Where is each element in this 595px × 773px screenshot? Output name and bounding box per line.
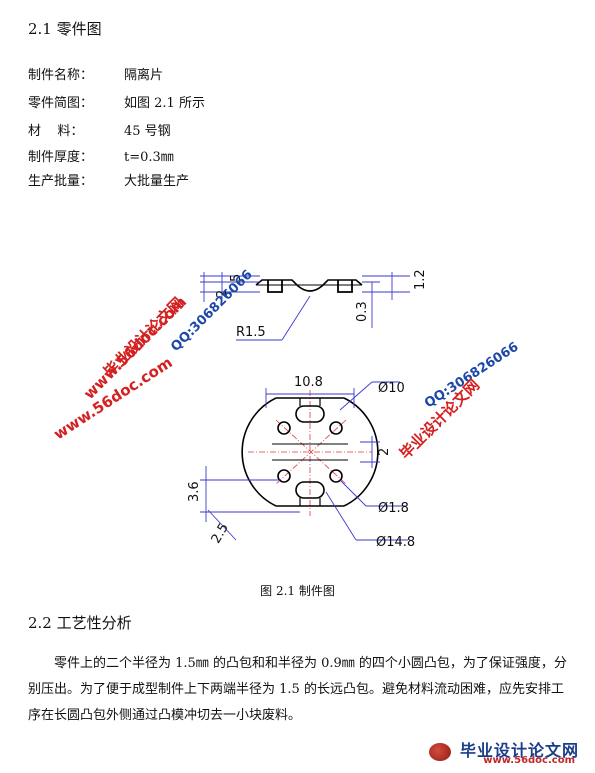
front-view-centerlines	[248, 390, 372, 516]
info-line-material: 材 料： 45 号钢	[28, 120, 171, 139]
bottom-long-boss	[295, 481, 325, 499]
small-boss-tr	[329, 421, 343, 435]
dim-2: 2	[215, 290, 230, 298]
side-profile	[255, 279, 363, 292]
info-value: 如图 2.1 所示	[124, 96, 205, 111]
dim-5: 5	[229, 274, 244, 282]
info-label: 生产批量：	[28, 174, 94, 189]
dim-10-8: 10.8	[294, 375, 323, 390]
info-value: t=0.3㎜	[124, 150, 174, 165]
small-boss-bl	[277, 469, 291, 483]
top-long-boss	[295, 405, 325, 423]
side-view	[255, 279, 363, 293]
info-label: 材 料：	[28, 124, 84, 139]
small-boss-tl	[277, 421, 291, 435]
info-line-batch: 生产批量： 大批量生产	[28, 170, 189, 189]
footer-url: www.56doc.com	[483, 755, 575, 766]
side-dimension-lines	[200, 272, 410, 341]
small-boss-br	[329, 469, 343, 483]
section-2-heading: 2.2 工艺性分析	[28, 614, 132, 632]
footer-logo: 毕业设计论文网 www.56doc.com	[425, 737, 585, 767]
analysis-paragraph: 零件上的二个半径为 1.5㎜ 的凸包和和半径为 0.9㎜ 的四个小圆凸包，为了保…	[28, 656, 567, 723]
figure-caption: 图 2.1 制件图	[260, 584, 335, 598]
dim-diameter-14-8: Ø14.8	[376, 535, 415, 550]
info-label: 零件简图：	[28, 96, 94, 111]
front-view	[241, 397, 379, 507]
dim-diameter-10: Ø10	[378, 381, 405, 396]
dim-diameter-1-8: Ø1.8	[378, 501, 409, 516]
dim-1-2: 1.2	[413, 269, 428, 290]
logo-mark-icon	[429, 743, 451, 761]
info-line-thickness: 制件厚度： t=0.3㎜	[28, 146, 174, 165]
dim-3-6: 3.6	[187, 481, 202, 502]
footer-site-name: 毕业设计论文网	[459, 741, 579, 760]
dim-0-3: 0.3	[355, 301, 370, 322]
outer-profile	[241, 397, 379, 507]
side-bosses	[267, 280, 353, 293]
section-1-heading: 2.1 零件图	[28, 20, 102, 38]
dim-2-5: 2.5	[209, 521, 232, 546]
part-drawing: 5 2 1.2 0.3 R1.5	[50, 267, 521, 550]
info-line-sketch: 零件简图： 如图 2.1 所示	[28, 92, 205, 111]
info-label: 制件名称：	[28, 68, 94, 83]
front-dimension-lines	[200, 381, 408, 541]
dim-r1-5: R1.5	[236, 325, 266, 340]
info-line-name: 制件名称： 隔离片	[28, 64, 163, 83]
info-value: 大批量生产	[124, 174, 190, 189]
info-label: 制件厚度：	[28, 150, 94, 165]
info-value: 45 号钢	[124, 124, 171, 139]
watermark-text: QQ:306826066	[422, 340, 521, 412]
info-value: 隔离片	[124, 68, 164, 83]
dim-2b: 2	[377, 448, 392, 456]
